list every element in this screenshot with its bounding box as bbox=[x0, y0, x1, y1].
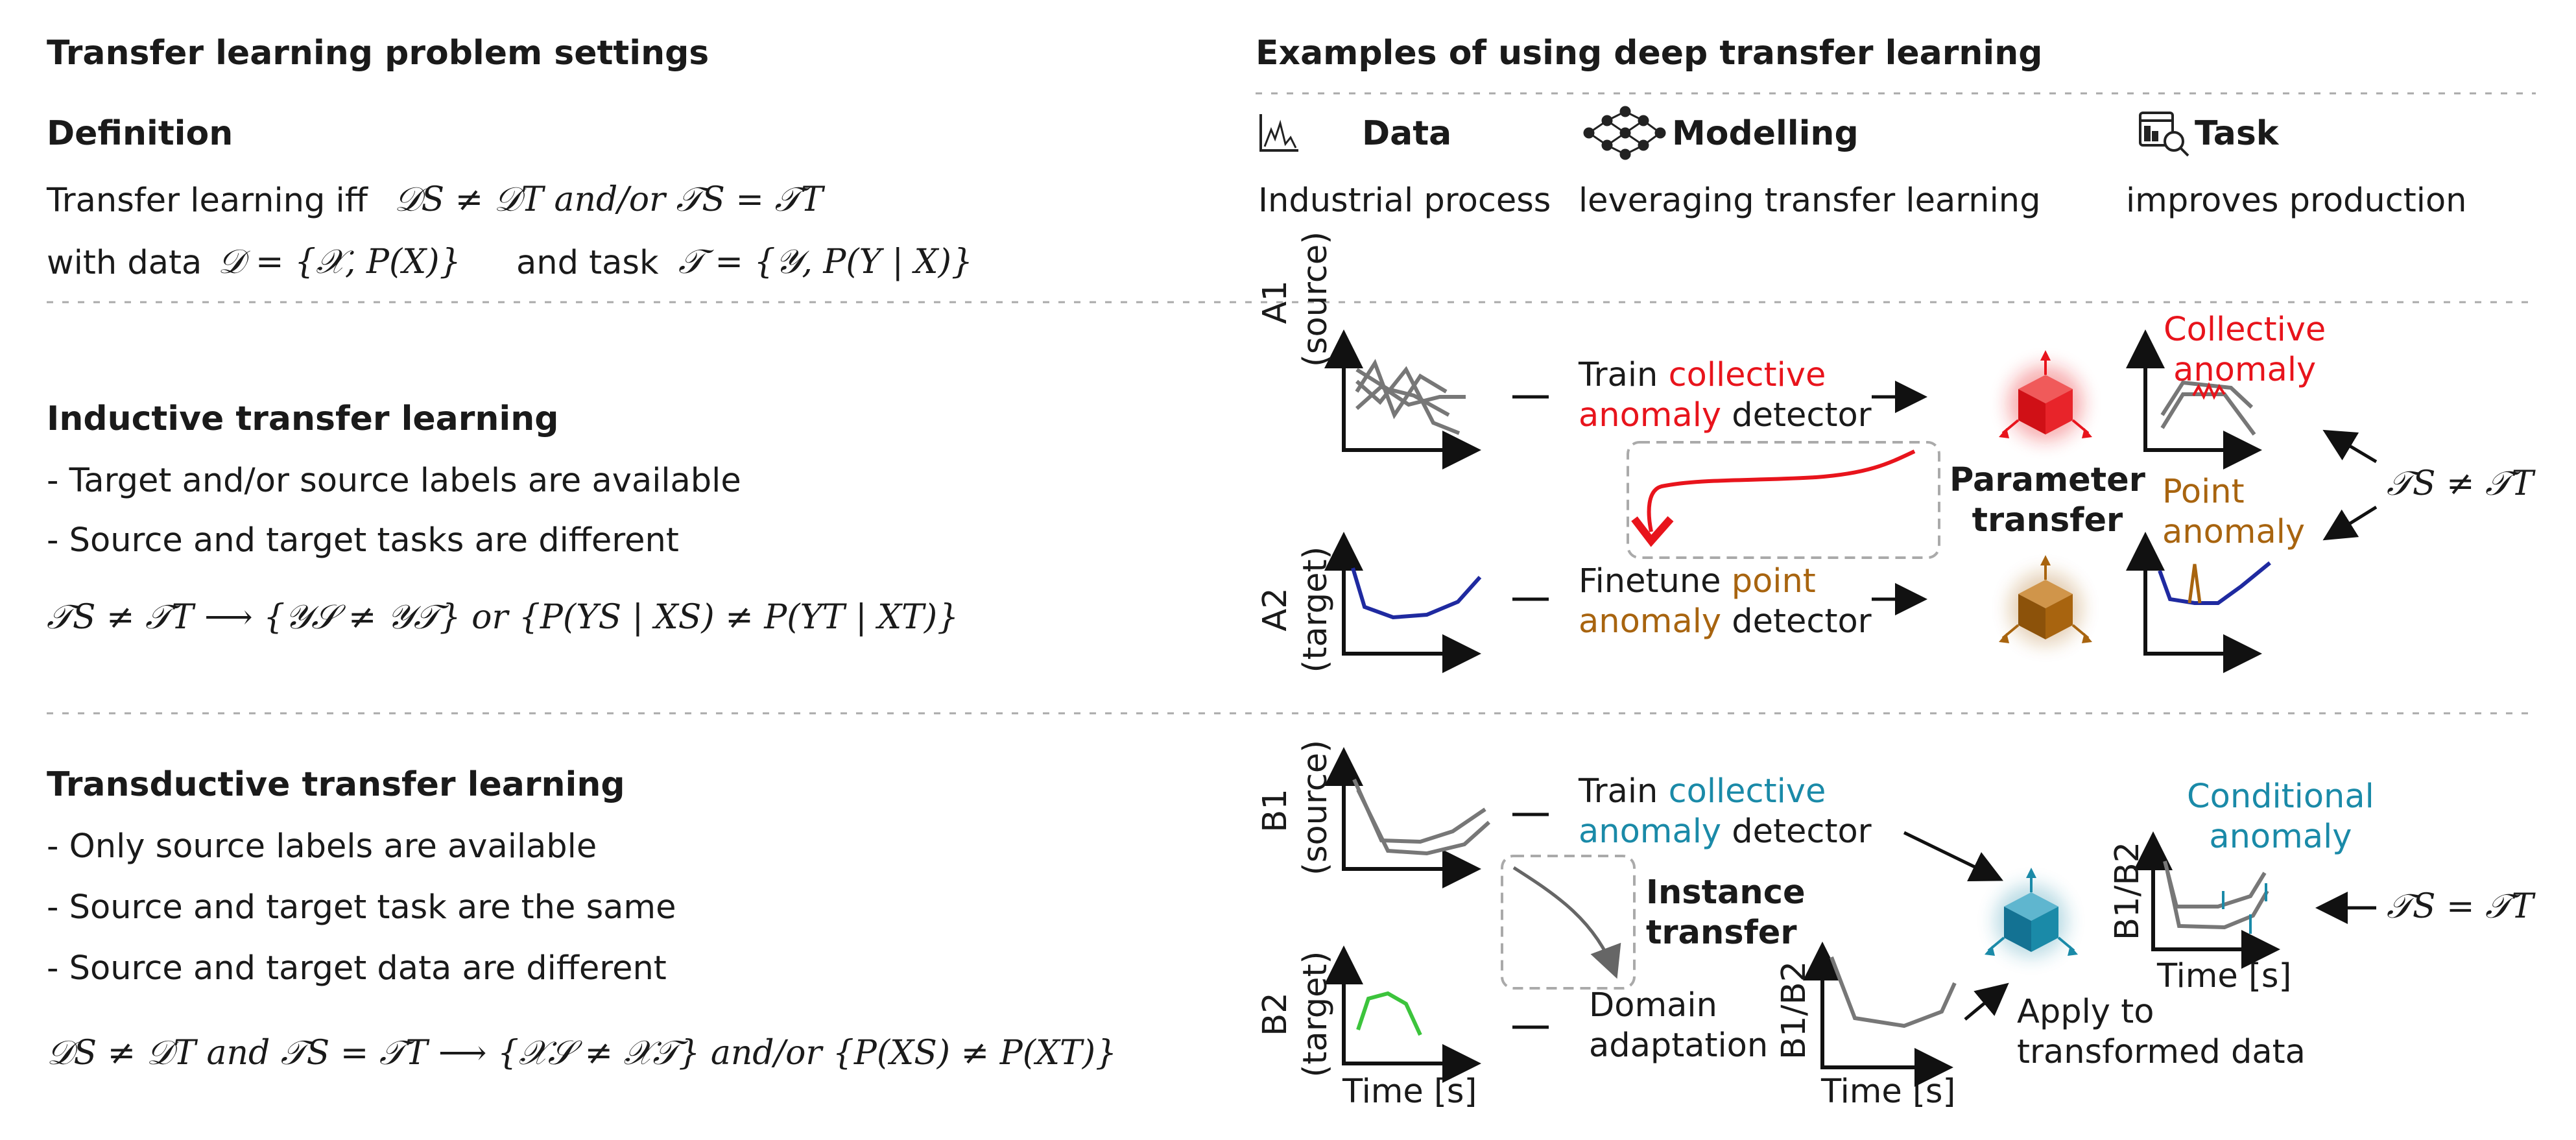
left-title: Transfer learning problem settings bbox=[47, 34, 710, 73]
inductive-bullet-1: - Target and/or source labels are availa… bbox=[47, 462, 741, 500]
signal-chart-icon bbox=[1259, 114, 1298, 152]
collective-model-cube bbox=[1999, 350, 2092, 441]
point-anomaly-label: Point anomaly bbox=[2162, 473, 2306, 551]
b1-chart bbox=[1324, 747, 1491, 888]
conditional-anomaly-label: Conditional anomaly bbox=[2187, 778, 2374, 856]
task-not-equal-label: 𝒯S ≠ 𝒯T bbox=[2387, 464, 2534, 503]
neural-network-icon bbox=[1583, 106, 1666, 160]
b1b2-mid-axis-label: B1/B2 bbox=[1775, 960, 1813, 1060]
task-heading: Task bbox=[2195, 114, 2279, 153]
instance-transfer-label: Instance transfer bbox=[1646, 873, 1806, 952]
collective-result-chart bbox=[2126, 329, 2262, 469]
inductive-bullet-2: - Source and target tasks are different bbox=[47, 521, 679, 560]
point-model-cube bbox=[1999, 555, 2092, 645]
a1-chart bbox=[1324, 329, 1481, 469]
collective-anomaly-label: Collective anomaly bbox=[2164, 311, 2326, 389]
a2-chart bbox=[1324, 532, 1482, 673]
analysis-report-icon bbox=[2139, 112, 2189, 157]
definition-line2-text-a: with data bbox=[47, 244, 202, 282]
finetune-point-label: Finetune point anomaly detector bbox=[1579, 562, 1872, 641]
right-title: Examples of using deep transfer learning bbox=[1256, 34, 2043, 73]
apply-transformed-label: Apply to transformed data bbox=[2017, 993, 2306, 1071]
task-equal-label: 𝒯S = 𝒯T bbox=[2387, 887, 2534, 926]
definition-line2-math-b: 𝒯 = {𝒴, P(Y | X)} bbox=[678, 243, 973, 281]
transductive-formula: 𝒟S ≠ 𝒟T and 𝒯S = 𝒯T ⟶ {𝒳𝒮 ≠ 𝒳𝒯} and/or {… bbox=[47, 1034, 1117, 1073]
a2-axis-label: A2(target) bbox=[1256, 546, 1335, 673]
train-collective-label: Train collective anomaly detector bbox=[1579, 356, 1872, 434]
modelling-caption: leveraging transfer learning bbox=[1579, 182, 2041, 220]
b1b2-mid-chart bbox=[1803, 942, 1957, 1087]
definition-heading: Definition bbox=[47, 114, 233, 153]
modelling-heading: Modelling bbox=[1672, 114, 1859, 153]
b1-axis-label: B1(source) bbox=[1256, 739, 1335, 875]
conditional-result-chart bbox=[2134, 831, 2280, 969]
train-collective-label-b: Train collective anomaly detector bbox=[1579, 772, 1872, 851]
data-caption: Industrial process bbox=[1258, 182, 1551, 220]
inductive-heading: Inductive transfer learning bbox=[47, 399, 559, 438]
b2-chart bbox=[1324, 945, 1481, 1083]
parameter-transfer-label: Parameter transfer bbox=[1950, 461, 2145, 540]
domain-adaptation-label: Domain adaptation bbox=[1589, 986, 1769, 1065]
transductive-bullet-2: - Source and target task are the same bbox=[47, 888, 676, 927]
transductive-bullet-1: - Only source labels are available bbox=[47, 827, 597, 866]
definition-line1-text: Transfer learning iff bbox=[47, 182, 368, 220]
conditional-model-cube bbox=[1985, 868, 2078, 957]
inductive-formula: 𝒯S ≠ 𝒯T ⟶ {𝒴𝒮 ≠ 𝒴𝒯} or {P(YS | XS) ≠ P(Y… bbox=[47, 598, 959, 637]
definition-line2-text-b: and task bbox=[516, 244, 659, 282]
transductive-heading: Transductive transfer learning bbox=[47, 765, 625, 804]
point-result-chart bbox=[2126, 532, 2271, 673]
transductive-bullet-3: - Source and target data are different bbox=[47, 949, 667, 988]
b2-axis-label: B2(target) bbox=[1256, 951, 1335, 1078]
a1-axis-label: A1(source) bbox=[1256, 231, 1335, 367]
definition-line2-math-a: 𝒟 = {𝒳, P(X)} bbox=[218, 243, 461, 281]
b1b2-right-axis-label: B1/B2 bbox=[2108, 841, 2147, 941]
task-caption: improves production bbox=[2126, 182, 2467, 220]
data-heading: Data bbox=[1362, 114, 1452, 153]
definition-line1-math: 𝒟S ≠ 𝒟T and/or 𝒯S = 𝒯T bbox=[394, 180, 824, 219]
